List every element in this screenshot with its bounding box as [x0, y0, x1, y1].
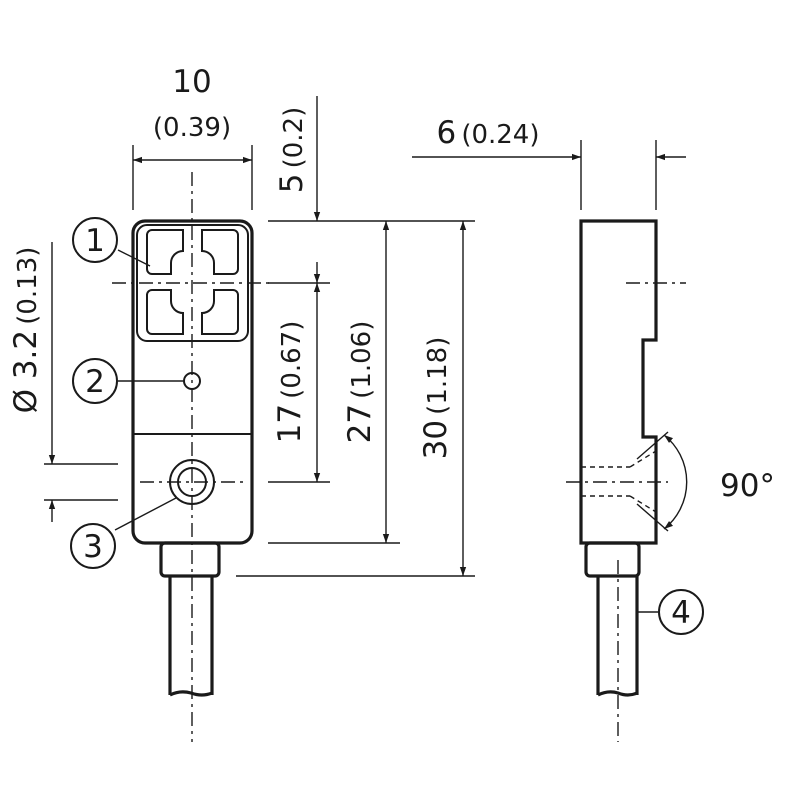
- svg-text:6 (0.24): 6 (0.24): [436, 115, 539, 151]
- svg-text:5 (0.2): 5 (0.2): [274, 107, 310, 193]
- callout-4-circle: [658, 589, 704, 635]
- side-view: 90°: [566, 219, 775, 742]
- callout-1-circle: [72, 217, 118, 263]
- angle-line-top: [636, 431, 669, 460]
- callout-1-leader: [117, 249, 151, 267]
- svg-text:Ø 3.2 (0.13): Ø 3.2 (0.13): [8, 247, 44, 414]
- dimension-labels: 10 (0.39) 5 (0.2) 17 (0.67) 27 (1.06): [8, 64, 540, 459]
- callout-3-circle: [70, 523, 116, 569]
- led-quadrant-top-right: [201, 229, 239, 275]
- dim-27-value: 27: [342, 404, 378, 443]
- dim-hole-inch: (0.13): [13, 247, 43, 325]
- dim-depth-inch: (0.24): [461, 120, 539, 150]
- angle-line-bottom: [636, 503, 669, 532]
- callouts: 1 2 3 4: [70, 217, 704, 635]
- front-view: [112, 172, 272, 742]
- callout-2-label: 2: [85, 364, 105, 400]
- led-quadrant-bottom-right: [201, 289, 239, 335]
- svg-text:27 (1.06): 27 (1.06): [342, 321, 378, 444]
- svg-text:30 (1.18): 30 (1.18): [418, 337, 454, 460]
- dim-depth-value: 6: [436, 115, 456, 151]
- dimension-lines: [44, 96, 686, 577]
- dim-17-value: 17: [272, 404, 308, 443]
- cable-neck-front: [159, 541, 221, 578]
- sensor-body-side: [579, 219, 658, 545]
- dim-width-inch: (0.39): [153, 113, 231, 143]
- dim-top-offset-inch: (0.2): [279, 107, 309, 169]
- dim-top-offset-value: 5: [274, 174, 310, 194]
- callout-3-label: 3: [83, 529, 103, 565]
- dim-27-inch: (1.06): [347, 321, 377, 399]
- led-quadrant-top-left: [146, 229, 184, 275]
- dim-17-inch: (0.67): [277, 321, 307, 399]
- dim-hole-value: Ø 3.2: [8, 330, 44, 414]
- led-quadrant-bottom-left: [146, 289, 184, 335]
- dim-30-inch: (1.18): [423, 337, 453, 415]
- cable-front-end: [169, 690, 213, 697]
- callout-3-leader: [114, 497, 177, 531]
- cable-neck-side: [584, 541, 641, 578]
- callout-1-label: 1: [85, 223, 105, 259]
- cable-side-end: [597, 690, 638, 697]
- callout-4-label: 4: [671, 595, 691, 631]
- angle-label: 90°: [720, 468, 775, 504]
- dim-30-value: 30: [418, 420, 454, 459]
- dim-width-value: 10: [172, 64, 211, 100]
- angle-arc: [663, 434, 688, 530]
- svg-text:17 (0.67): 17 (0.67): [272, 321, 308, 444]
- callout-2-circle: [72, 358, 118, 404]
